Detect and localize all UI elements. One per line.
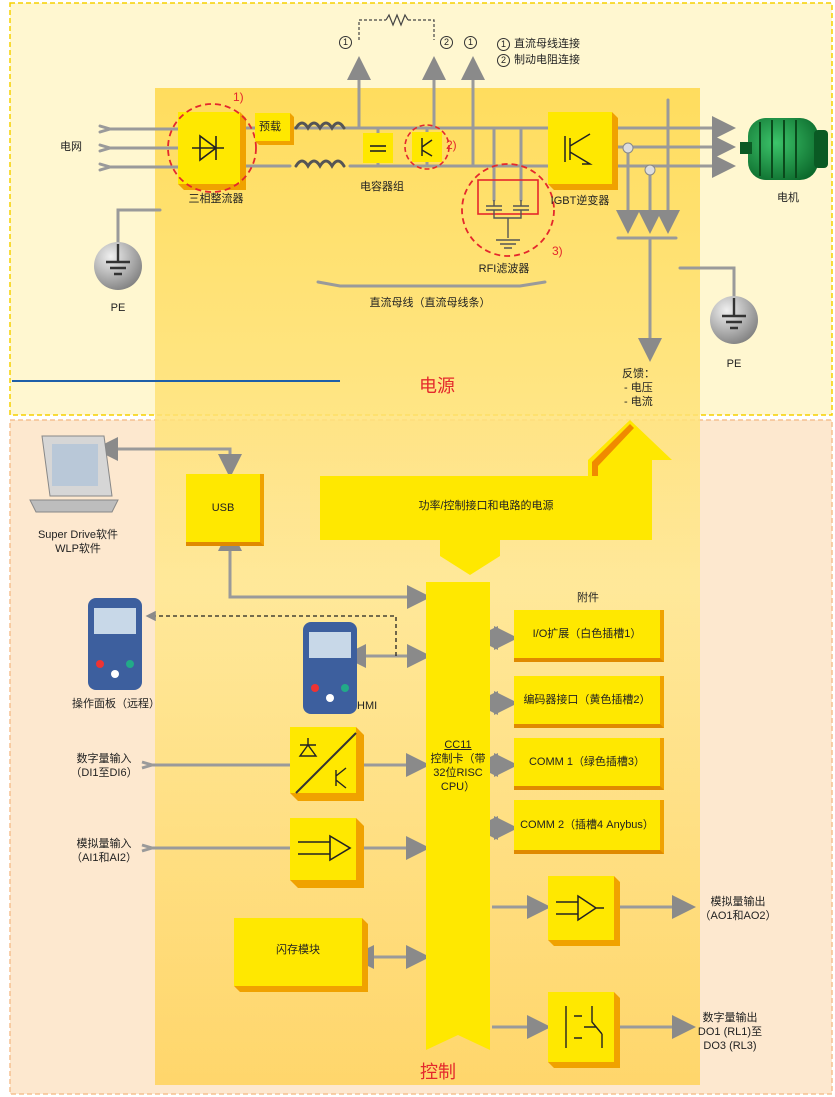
grid-label: 电网: [60, 141, 82, 153]
slot-comm2: COMM 2（插槽4 Anybus）: [514, 800, 664, 854]
digital-output-label-1: 数字量输出: [702, 1012, 758, 1024]
optocoupler-block: [290, 727, 364, 801]
marker-3: 3): [552, 244, 563, 258]
rfi-label: RFI滤波器: [478, 263, 530, 275]
software-label-2: WLP软件: [55, 543, 101, 555]
pe-symbol-left: [94, 242, 142, 290]
cpu-name: CC11: [444, 739, 472, 751]
precharge-label: 预载: [259, 121, 281, 133]
flash-label: 闪存模块: [276, 944, 320, 956]
pe-left-label: PE: [110, 302, 126, 314]
digital-output-label-3: DO3 (RL3): [703, 1040, 757, 1052]
brake-chopper-block: [412, 132, 442, 162]
igbt-block: [548, 112, 618, 190]
analog-input-label-1: 模拟量输入: [76, 838, 132, 850]
usb-box: USB: [186, 474, 264, 546]
slot-comm1: COMM 1（绿色插槽3）: [514, 738, 664, 790]
cpu-card: [426, 582, 490, 1022]
rectifier-label: 三相整流器: [188, 193, 244, 205]
analog-output-label-2: （AO1和AO2）: [699, 910, 777, 922]
digital-input-label-2: （DI1至DI6）: [70, 767, 138, 779]
software-label-1: Super Drive软件: [37, 529, 119, 541]
cpu-line2: 32位RISC: [433, 767, 483, 779]
capacitor-label: 电容器组: [360, 181, 404, 193]
power-interface-label: 功率/控制接口和电路的电源: [418, 500, 554, 512]
usb-label: USB: [211, 502, 235, 514]
control-zone-title: 控制: [420, 1062, 456, 1082]
digital-output-label-2: DO1 (RL1)至: [697, 1026, 763, 1038]
motor-icon: [740, 118, 828, 180]
cpu-line1: 控制卡（带: [430, 753, 486, 765]
hmi-icon: [303, 622, 357, 714]
remote-panel-label: 操作面板（远程）: [72, 698, 160, 710]
analog-input-label-2: （AI1和AI2）: [70, 852, 138, 864]
cpu-line3: CPU）: [440, 781, 476, 793]
pe-symbol-right: [710, 296, 758, 344]
marker-2: 2): [446, 138, 457, 152]
capacitor-block: [363, 133, 393, 163]
digital-input-label-1: 数字量输入: [76, 753, 132, 765]
circle-1b-label: 1: [464, 36, 481, 49]
hmi-label: HMI: [357, 700, 378, 712]
feedback-voltage: - 电压: [624, 382, 653, 394]
rfi-filter-block: [461, 163, 555, 257]
dc-bus-label: 直流母线（直流母线条）: [369, 297, 491, 309]
feedback-current: - 电流: [624, 396, 653, 408]
analog-output-label-1: 模拟量输出: [710, 896, 766, 908]
pe-right-label: PE: [726, 358, 742, 370]
relay-output-block: [548, 992, 620, 1068]
accessories-title: 附件: [577, 592, 599, 604]
circle-2-label: 2: [440, 36, 457, 49]
igbt-label: IGBT逆变器: [550, 195, 610, 207]
marker-1: 1): [233, 90, 244, 104]
rectifier-block: [167, 103, 257, 193]
motor-label: 电机: [777, 192, 799, 204]
slot-io-expansion: I/O扩展（白色插槽1）: [514, 610, 664, 662]
remote-panel-icon: [88, 598, 142, 690]
circle-1-label: 1: [339, 36, 356, 49]
brake-resistor: [358, 13, 435, 40]
analog-input-block: [290, 818, 364, 888]
analog-output-block: [548, 876, 620, 946]
slot-encoder: 编码器接口（黄色插槽2）: [514, 676, 664, 728]
power-zone-title: 电源: [419, 376, 455, 396]
feedback-title: 反馈：: [622, 368, 655, 380]
laptop-icon: [29, 435, 119, 513]
power-interface-arrow: [320, 420, 672, 575]
